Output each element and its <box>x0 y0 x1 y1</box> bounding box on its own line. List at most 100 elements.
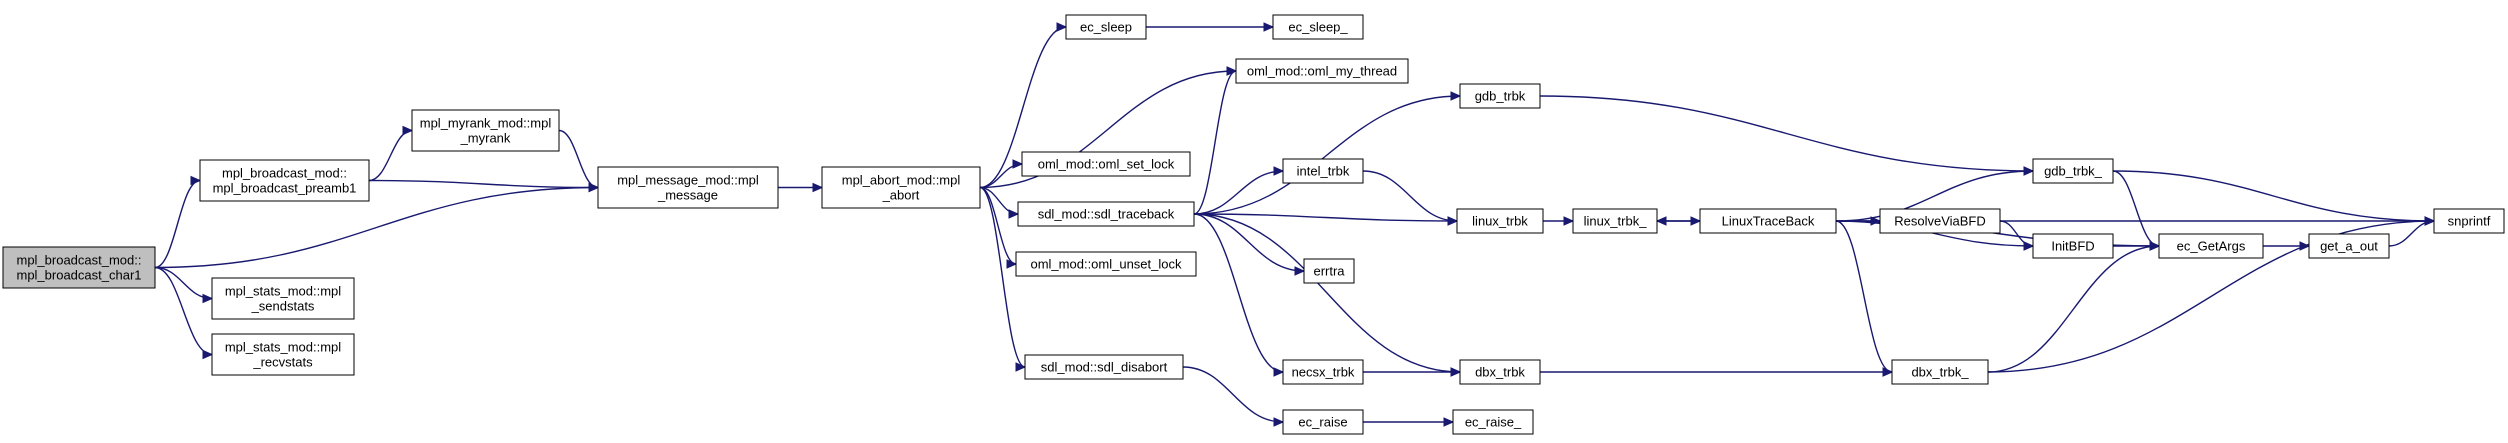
node-box-linux_trbk <box>1456 208 1544 234</box>
node-oml_unset_lock[interactable]: oml_mod::oml_unset_lock <box>1015 251 1197 277</box>
node-sendstats[interactable]: mpl_stats_mod::mpl_sendstats <box>211 277 355 320</box>
call-edges <box>154 22 2436 427</box>
node-box-myrank <box>411 109 560 152</box>
node-box-InitBFD <box>2032 233 2114 259</box>
arrowhead-abort-to-ec_sleep <box>1056 22 1068 32</box>
node-box-get_a_out <box>2308 233 2390 259</box>
arrowhead-sdl_traceback-to-necsx_trbk <box>1273 367 1285 377</box>
node-label-myrank-0: mpl_myrank_mod::mpl <box>420 116 552 131</box>
node-sdl_traceback[interactable]: sdl_mod::sdl_traceback <box>1017 201 1195 227</box>
node-label-InitBFD-0: InitBFD <box>2051 239 2094 254</box>
edge-sdl_traceback-to-linux_trbk <box>1193 213 1458 222</box>
arrowhead-root-to-sendstats <box>202 293 214 304</box>
node-message[interactable]: mpl_message_mod::mpl_message <box>597 166 779 209</box>
edge-get_a_out-to-snprintf <box>2388 220 2435 247</box>
node-oml_set_lock[interactable]: oml_mod::oml_set_lock <box>1021 151 1191 177</box>
node-label-get_a_out-0: get_a_out <box>2320 239 2378 254</box>
node-box-linux_trbk_ <box>1572 208 1658 234</box>
node-box-oml_my_thread <box>1235 58 1409 84</box>
node-box-ec_sleep_ <box>1272 14 1364 40</box>
node-label-dbx_trbk_-0: dbx_trbk_ <box>1911 365 1969 380</box>
node-oml_my_thread[interactable]: oml_mod::oml_my_thread <box>1235 58 1409 84</box>
edge-myrank-to-message <box>558 129 599 189</box>
node-label-ec_GetArgs-0: ec_GetArgs <box>2177 239 2246 254</box>
node-label-sdl_disabort-0: sdl_mod::sdl_disabort <box>1041 360 1168 375</box>
node-abort[interactable]: mpl_abort_mod::mpl_abort <box>821 166 981 209</box>
arrowhead-ec_sleep-to-ec_sleep_ <box>1263 22 1275 32</box>
arrowhead-LinuxTraceBack-to-dbx_trbk_ <box>1882 367 1894 377</box>
node-linux_trbk_[interactable]: linux_trbk_ <box>1572 208 1658 234</box>
node-get_a_out[interactable]: get_a_out <box>2308 233 2390 259</box>
edge-root-to-recvstats <box>154 266 213 356</box>
node-label-linux_trbk-0: linux_trbk <box>1472 214 1528 229</box>
node-ec_raise_[interactable]: ec_raise_ <box>1452 409 1534 435</box>
edge-sdl_traceback-to-oml_my_thread <box>1193 70 1237 215</box>
node-myrank[interactable]: mpl_myrank_mod::mpl_myrank <box>411 109 560 152</box>
node-box-gdb_trbk <box>1459 83 1541 109</box>
node-box-gdb_trbk_ <box>2032 158 2114 184</box>
node-label-abort-0: mpl_abort_mod::mpl <box>842 173 961 188</box>
node-label-sendstats-1: _sendstats <box>251 299 315 314</box>
arrowhead-message-to-abort <box>812 182 824 193</box>
edge-gdb_trbk_-to-ec_GetArgs <box>2112 170 2160 247</box>
node-snprintf[interactable]: snprintf <box>2433 208 2505 234</box>
node-box-ec_raise_ <box>1452 409 1534 435</box>
node-ec_sleep_[interactable]: ec_sleep_ <box>1272 14 1364 40</box>
node-label-dbx_trbk-0: dbx_trbk <box>1475 365 1525 380</box>
node-box-intel_trbk <box>1282 158 1364 184</box>
node-intel_trbk[interactable]: intel_trbk <box>1282 158 1364 184</box>
node-label-oml_my_thread-0: oml_mod::oml_my_thread <box>1247 64 1397 79</box>
node-box-sdl_disabort <box>1024 354 1184 380</box>
node-label-abort-1: _abort <box>882 188 920 203</box>
node-recvstats[interactable]: mpl_stats_mod::mpl_recvstats <box>211 333 355 376</box>
node-ResolveViaBFD[interactable]: ResolveViaBFD <box>1879 208 2001 234</box>
node-sdl_disabort[interactable]: sdl_mod::sdl_disabort <box>1024 354 1184 380</box>
arrowhead-preamb-to-myrank <box>402 125 414 136</box>
arrowhead-LinuxTraceBack-to-gdb_trbk_ <box>2023 166 2035 176</box>
node-label-preamb-0: mpl_broadcast_mod:: <box>222 166 347 181</box>
node-errtra[interactable]: errtra <box>1303 258 1355 284</box>
node-label-ec_sleep_-0: ec_sleep_ <box>1288 20 1348 35</box>
node-label-gdb_trbk-0: gdb_trbk <box>1475 89 1526 104</box>
node-InitBFD[interactable]: InitBFD <box>2032 233 2114 259</box>
node-label-sdl_traceback-0: sdl_mod::sdl_traceback <box>1038 207 1175 222</box>
node-gdb_trbk[interactable]: gdb_trbk <box>1459 83 1541 109</box>
node-root[interactable]: mpl_broadcast_mod::mpl_broadcast_char1 <box>2 246 156 289</box>
edge-root-to-preamb <box>154 179 201 269</box>
node-label-necsx_trbk-0: necsx_trbk <box>1292 365 1355 380</box>
edge-root-to-message <box>154 186 599 269</box>
edge-dbx_trbk_-to-snprintf <box>1987 220 2435 373</box>
node-box-sendstats <box>211 277 355 320</box>
node-box-ec_sleep <box>1065 14 1147 40</box>
node-ec_GetArgs[interactable]: ec_GetArgs <box>2158 233 2264 259</box>
node-box-preamb <box>199 159 370 202</box>
node-ec_raise[interactable]: ec_raise <box>1282 409 1364 435</box>
node-label-root-1: mpl_broadcast_char1 <box>16 268 141 283</box>
node-dbx_trbk_[interactable]: dbx_trbk_ <box>1891 359 1989 385</box>
node-label-message-0: mpl_message_mod::mpl <box>617 173 759 188</box>
edge-LinuxTraceBack-to-gdb_trbk_ <box>1835 170 2034 222</box>
node-label-ec_raise_-0: ec_raise_ <box>1465 415 1522 430</box>
edge-gdb_trbk_-to-snprintf <box>2112 170 2435 222</box>
node-label-oml_set_lock-0: oml_mod::oml_set_lock <box>1038 157 1175 172</box>
arrowhead-sdl_traceback-to-intel_trbk <box>1273 166 1285 176</box>
edge-abort-to-oml_my_thread <box>979 70 1237 189</box>
edge-sdl_disabort-to-ec_raise <box>1182 366 1284 423</box>
arrowhead-sdl_disabort-to-ec_raise <box>1273 417 1285 427</box>
arrowhead-linux_trbk-to-linux_trbk_ <box>1563 216 1575 226</box>
node-linux_trbk[interactable]: linux_trbk <box>1456 208 1544 234</box>
node-dbx_trbk[interactable]: dbx_trbk <box>1459 359 1541 385</box>
node-ec_sleep[interactable]: ec_sleep <box>1065 14 1147 40</box>
arrowhead-myrank-to-message <box>588 182 600 193</box>
node-preamb[interactable]: mpl_broadcast_mod::mpl_broadcast_preamb1 <box>199 159 370 202</box>
node-necsx_trbk[interactable]: necsx_trbk <box>1282 359 1364 385</box>
node-box-snprintf <box>2433 208 2505 234</box>
edge-abort-to-ec_sleep <box>979 26 1067 189</box>
node-label-ResolveViaBFD-0: ResolveViaBFD <box>1894 214 1986 229</box>
node-gdb_trbk_[interactable]: gdb_trbk_ <box>2032 158 2114 184</box>
node-LinuxTraceBack[interactable]: LinuxTraceBack <box>1699 208 1837 234</box>
node-box-dbx_trbk <box>1459 359 1541 385</box>
arrowhead-abort-to-oml_unset_lock <box>1006 259 1018 269</box>
edge-ResolveViaBFD-to-InitBFD <box>1999 220 2034 247</box>
